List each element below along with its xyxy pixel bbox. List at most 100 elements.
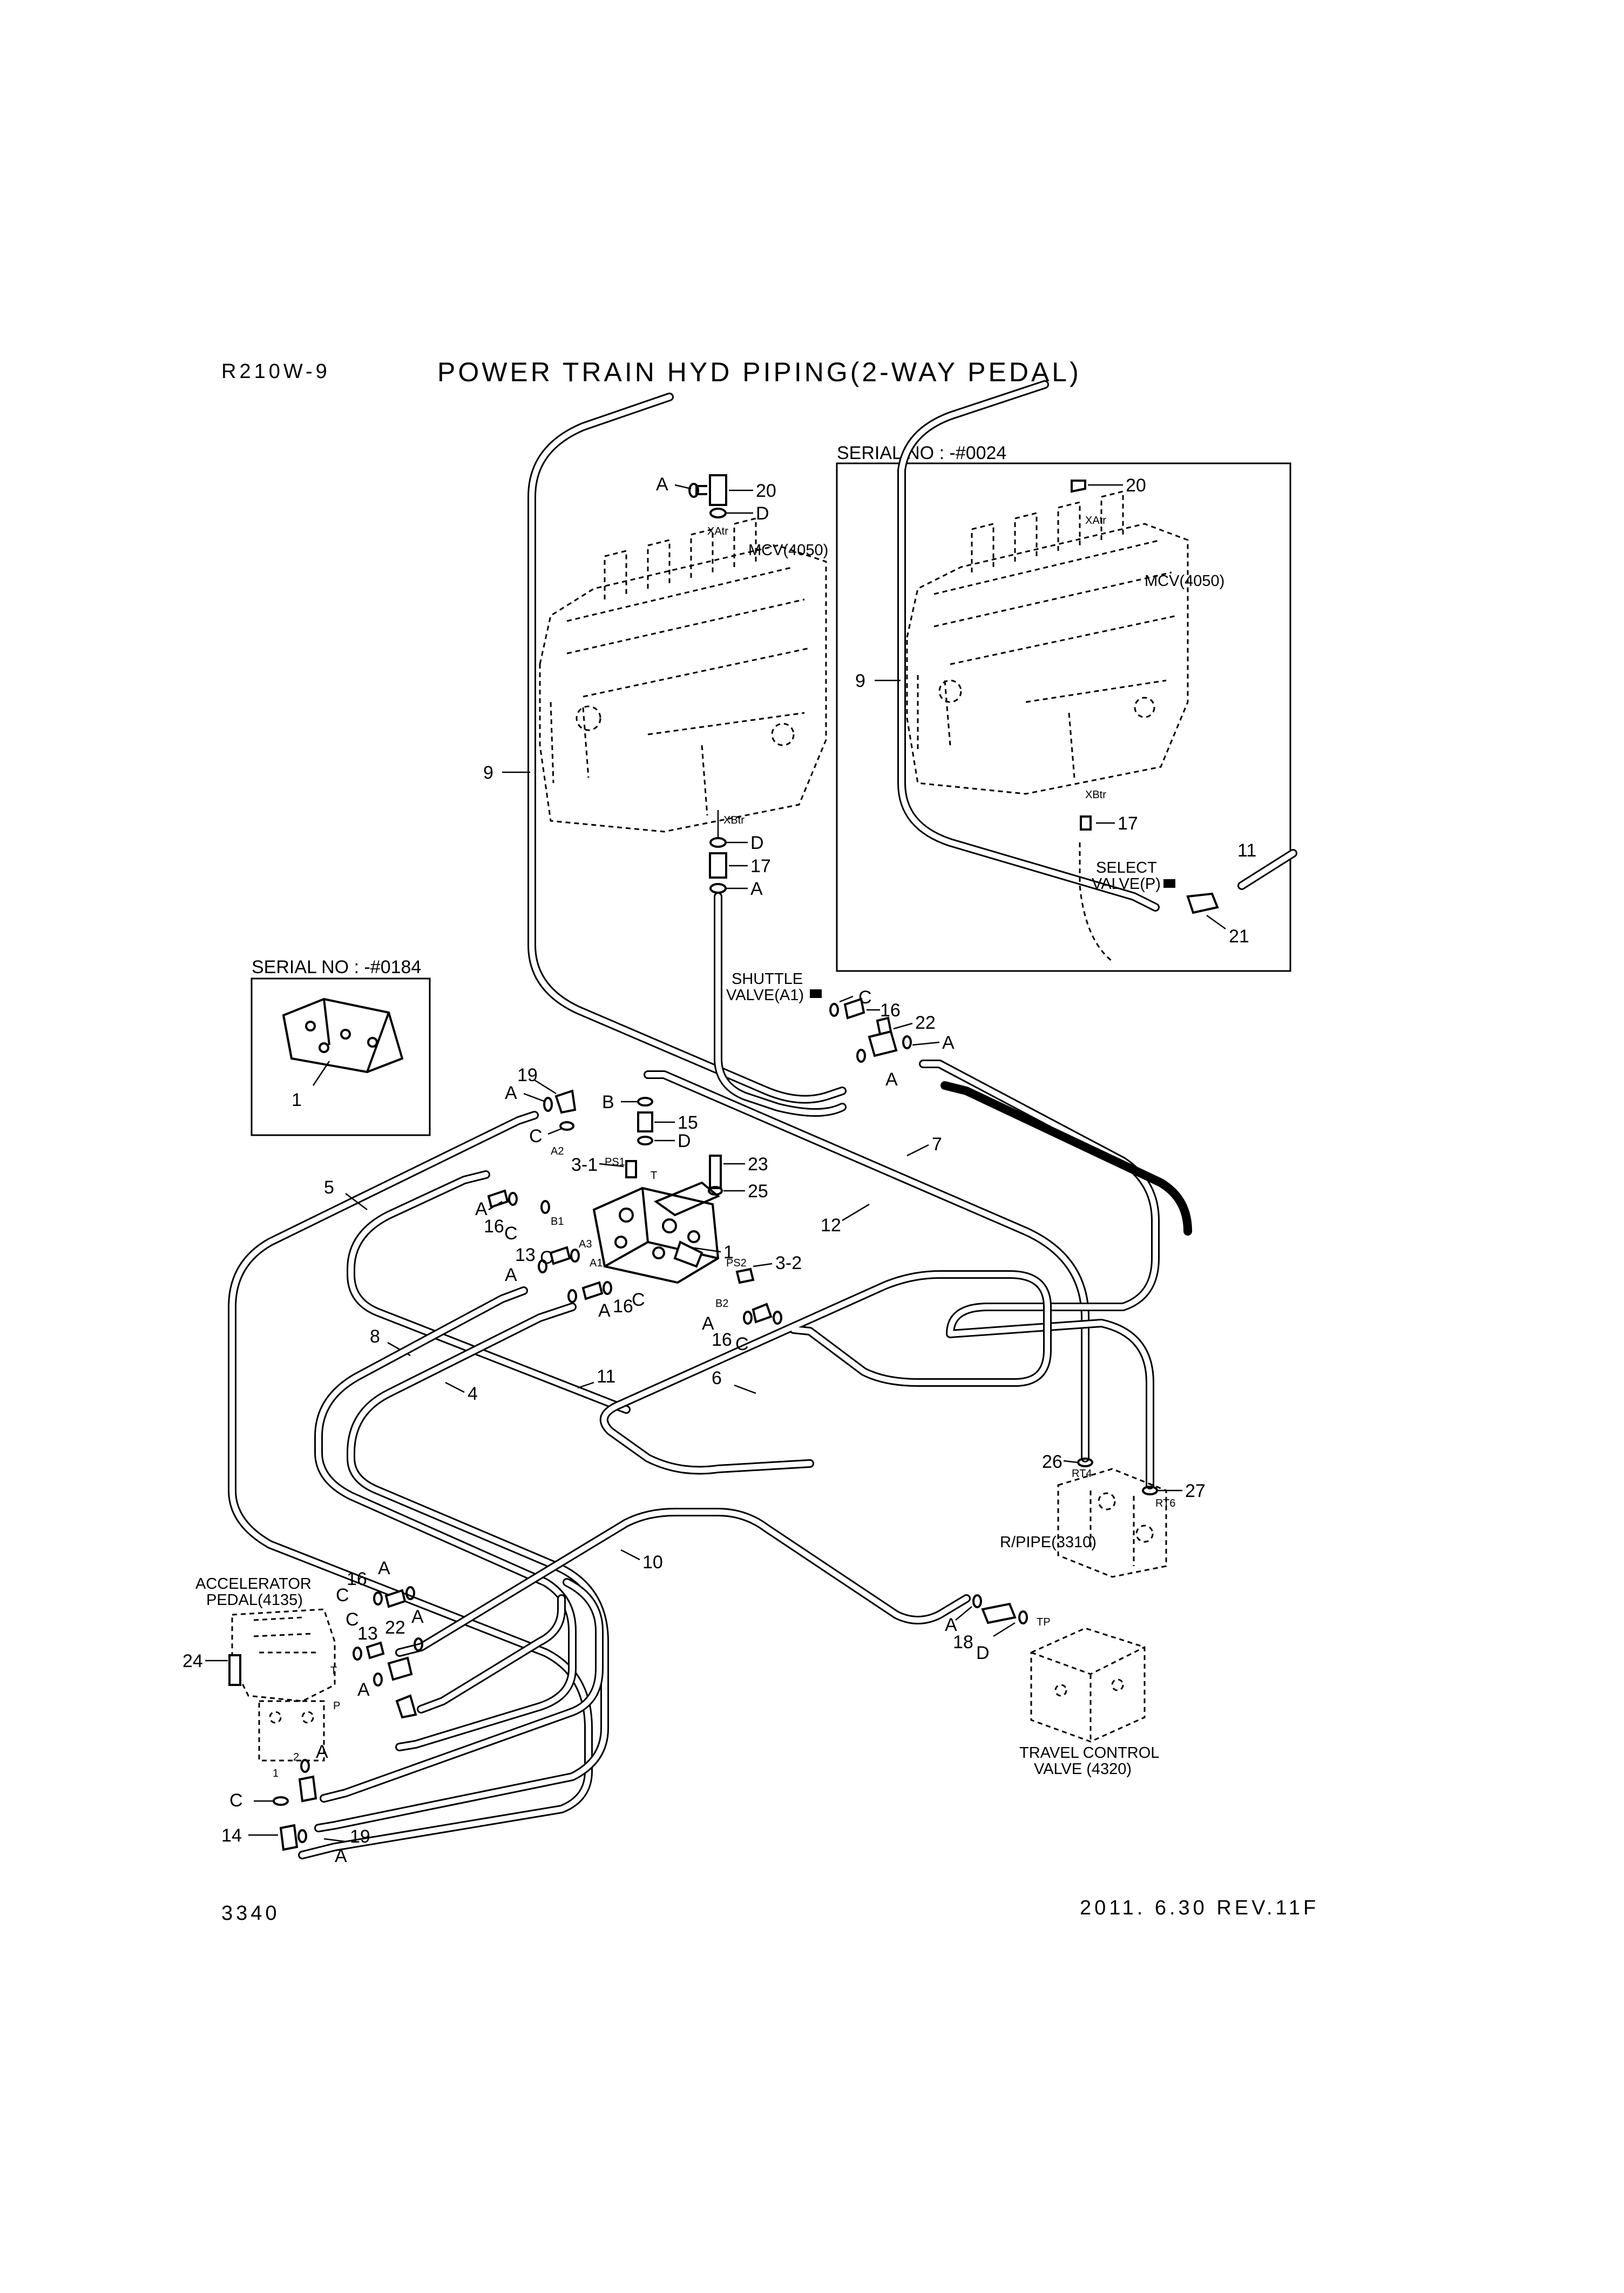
elbow-19-top xyxy=(554,1089,577,1114)
inset-callout-11: 11 xyxy=(1237,840,1256,861)
callout-15: 15 xyxy=(678,1112,698,1133)
inset-port-xbtr: XBtr xyxy=(1085,789,1106,801)
fitting-3-1 xyxy=(625,1160,637,1178)
inset-port-xatr: XAtr xyxy=(1085,515,1106,527)
inset-callout-21: 21 xyxy=(1229,926,1249,947)
callout-A-22-pedal: A xyxy=(411,1607,424,1627)
washer-25 xyxy=(708,1186,723,1196)
callout-7: 7 xyxy=(932,1134,942,1155)
callout-10: 10 xyxy=(642,1552,663,1573)
callout-C-13: C xyxy=(540,1247,553,1268)
shuttle-line2: VALVE(A1) xyxy=(726,987,804,1004)
callout-4: 4 xyxy=(468,1384,478,1404)
callout-8: 8 xyxy=(370,1326,380,1347)
callout-16-b1: 16 xyxy=(484,1216,504,1237)
accel-line2: PEDAL(4135) xyxy=(206,1591,303,1609)
port-ps1: PS1 xyxy=(605,1156,625,1168)
callout-C-b2: C xyxy=(735,1334,749,1354)
callout-A-mid: A xyxy=(750,879,763,899)
inset-frame xyxy=(836,462,1291,972)
inset-mcv-sketch xyxy=(906,490,1189,795)
fitting-13-pedal xyxy=(366,1641,385,1660)
fitting-18 xyxy=(981,1602,1017,1624)
callout-9: 9 xyxy=(483,763,493,783)
callout-A-13: A xyxy=(505,1265,517,1285)
callout-3-1: 3-1 xyxy=(571,1155,598,1175)
callout-17: 17 xyxy=(750,856,771,876)
callout-C-a1: C xyxy=(632,1290,645,1310)
callout-16-a1: 16 xyxy=(613,1296,633,1317)
inset-callout-9: 9 xyxy=(855,671,865,691)
accel-line1: ACCELERATOR xyxy=(195,1575,312,1593)
fitting-16-shuttle xyxy=(843,997,865,1020)
model-code: R210W-9 xyxy=(221,360,330,383)
callout-D-top: D xyxy=(756,503,769,524)
callout-22-pedal: 22 xyxy=(385,1617,405,1638)
fitting-16-pedal xyxy=(384,1589,407,1608)
port-a3: A3 xyxy=(579,1238,592,1250)
travel-valve-line1: TRAVEL CONTROL xyxy=(1019,1744,1159,1762)
inset-callout-20: 20 xyxy=(1126,475,1146,496)
callout-C-13-pedal: C xyxy=(346,1609,359,1630)
bolt-24 xyxy=(228,1654,241,1686)
callout-A-pedal-port2: A xyxy=(316,1742,328,1762)
fitting-15 xyxy=(637,1111,653,1132)
port-ps2: PS2 xyxy=(726,1257,747,1269)
page-title: POWER TRAIN HYD PIPING(2-WAY PEDAL) xyxy=(437,357,1081,387)
callout-14: 14 xyxy=(221,1825,242,1846)
callout-24: 24 xyxy=(182,1651,203,1671)
elbow-pedal-port2 xyxy=(298,1775,317,1803)
callout-19-top: 19 xyxy=(517,1065,538,1085)
callout-A-pedal-top: A xyxy=(378,1558,390,1579)
inset-fitting-21 xyxy=(1186,892,1219,914)
port-b1: B1 xyxy=(551,1216,564,1228)
elbow-14 xyxy=(279,1824,299,1851)
hose-12 xyxy=(644,1070,1090,1462)
r-pipe-sketch xyxy=(1057,1468,1167,1578)
port-b2: B2 xyxy=(715,1298,728,1310)
callout-A-pedal-low: A xyxy=(335,1846,347,1866)
callout-A-19: A xyxy=(505,1083,517,1103)
callout-C-top: C xyxy=(529,1126,543,1146)
callout-5: 5 xyxy=(324,1177,334,1198)
port-xatr: XAtr xyxy=(707,525,728,537)
callout-20: 20 xyxy=(756,481,776,501)
callout-23: 23 xyxy=(748,1154,768,1175)
callout-22-shuttle: 22 xyxy=(915,1013,936,1033)
fitting-16-a1 xyxy=(581,1281,604,1300)
bolt-23 xyxy=(709,1155,722,1189)
callout-16-pedal: 16 xyxy=(347,1569,367,1589)
fitting-13 xyxy=(549,1246,571,1265)
port-1-pedal: 1 xyxy=(273,1768,279,1779)
port-a2: A2 xyxy=(551,1145,564,1157)
port-t: T xyxy=(651,1170,657,1182)
inset-serial-0024: SERIAL NO : -#0024 XAtr XBtr MCV(4050) 2… xyxy=(836,380,1297,972)
callout-D-15: D xyxy=(678,1131,691,1151)
mcv-sketch xyxy=(539,517,827,833)
inset-serial-label: SERIAL NO : -#0024 xyxy=(837,443,1006,463)
callout-C-b1: C xyxy=(504,1223,518,1244)
r-pipe-label: R/PIPE(3310) xyxy=(1000,1534,1097,1551)
valve-block-1 xyxy=(592,1181,720,1284)
port-2-pedal: 2 xyxy=(293,1751,299,1763)
callout-19-pedal: 19 xyxy=(350,1826,370,1847)
page-number: 3340 xyxy=(221,1902,280,1925)
accelerator-pedal-sketch xyxy=(231,1608,336,1762)
callout-16-b2: 16 xyxy=(712,1330,732,1350)
callout-A-pedal-mid: A xyxy=(357,1680,370,1700)
callout-16-shuttle: 16 xyxy=(880,1000,901,1021)
callout-6: 6 xyxy=(712,1368,722,1388)
port-t-pedal: T xyxy=(330,1665,337,1677)
callout-26: 26 xyxy=(1042,1452,1063,1472)
travel-valve-line2: VALVE (4320) xyxy=(1034,1761,1132,1778)
travel-control-valve-sketch xyxy=(1030,1627,1146,1743)
port-rt4: RT4 xyxy=(1072,1468,1092,1480)
callout-A-18: A xyxy=(945,1615,957,1635)
callout-A-22: A xyxy=(942,1033,955,1053)
shuttle-line1: SHUTTLE xyxy=(732,970,803,988)
mcv-label: MCV(4050) xyxy=(748,542,828,559)
tee-fitting-20 xyxy=(688,474,727,518)
port-p-pedal: P xyxy=(333,1700,340,1712)
callout-C-pedal-low: C xyxy=(229,1790,243,1811)
